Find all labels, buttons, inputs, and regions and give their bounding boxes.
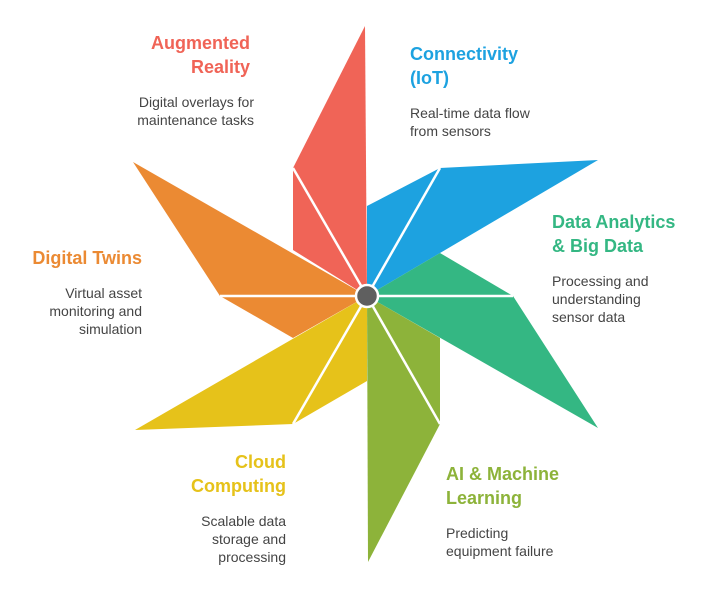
connectivity-iot-title-line2: (IoT): [410, 68, 449, 88]
cloud-computing-desc-line2: storage and: [212, 531, 286, 547]
cloud-computing-title-line2: Computing: [191, 476, 286, 496]
digital-twins-description: Virtual asset monitoring and simulation: [10, 284, 142, 338]
augmented-reality-description: Digital overlays for maintenance tasks: [94, 93, 254, 129]
data-analytics-title: Data Analytics & Big Data: [552, 210, 702, 258]
center-hub: [354, 283, 380, 309]
ai-machine-learning-description: Predicting equipment failure: [446, 524, 596, 560]
cloud-computing-title: Cloud Computing: [150, 450, 286, 498]
ai-machine-learning-desc-line2: equipment failure: [446, 543, 554, 559]
segment-ai-machine-learning: AI & Machine Learning Predicting equipme…: [446, 462, 596, 560]
connectivity-iot-title-line1: Connectivity: [410, 44, 519, 64]
ai-machine-learning-title-line2: Learning: [446, 488, 523, 508]
blade-ai-machine-learning: [365, 295, 442, 562]
augmented-reality-desc-line2: maintenance tasks: [137, 112, 254, 128]
digital-twins-desc-line2: monitoring and: [49, 303, 142, 319]
augmented-reality-title-line2: Reality: [190, 57, 250, 77]
data-analytics-desc-line3: sensor data: [552, 309, 626, 325]
cloud-computing-title-line1: Cloud: [235, 452, 286, 472]
connectivity-iot-title: Connectivity (IoT): [410, 42, 570, 90]
data-analytics-title-line2: & Big Data: [552, 236, 644, 256]
cloud-computing-desc-line3: processing: [218, 549, 286, 565]
data-analytics-desc-line1: Processing and: [552, 273, 649, 289]
ai-machine-learning-title: AI & Machine Learning: [446, 462, 596, 510]
augmented-reality-desc-line1: Digital overlays for: [138, 94, 254, 110]
connectivity-iot-desc-line1: Real-time data flow: [410, 105, 530, 121]
ai-machine-learning-desc-line1: Predicting: [446, 525, 509, 541]
digital-twins-desc-line3: simulation: [78, 321, 142, 337]
digital-twins-title-line1: Digital Twins: [32, 248, 142, 268]
blade-cloud-computing-main: [135, 296, 367, 430]
blade-augmented-reality: [291, 26, 369, 297]
blade-cloud-computing: [135, 295, 369, 430]
data-analytics-desc-line2: understanding: [552, 291, 641, 307]
segment-data-analytics: Data Analytics & Big Data Processing and…: [552, 210, 702, 326]
blade-augmented-reality-main: [293, 26, 367, 296]
digital-twins-title: Digital Twins: [10, 246, 142, 270]
connectivity-iot-description: Real-time data flow from sensors: [410, 104, 570, 140]
augmented-reality-title: Augmented Reality: [120, 31, 250, 79]
cloud-computing-description: Scalable data storage and processing: [150, 512, 286, 566]
segment-digital-twins: Digital Twins Virtual asset monitoring a…: [10, 246, 142, 338]
augmented-reality-title-line1: Augmented: [151, 33, 250, 53]
segment-cloud-computing: Cloud Computing Scalable data storage an…: [150, 450, 286, 566]
blade-data-analytics: [367, 253, 598, 428]
blade-digital-twins-main: [133, 162, 367, 338]
connectivity-iot-desc-line2: from sensors: [410, 123, 491, 139]
segment-connectivity-iot: Connectivity (IoT) Real-time data flow f…: [410, 42, 570, 140]
segment-augmented-reality: Augmented Reality Digital overlays for m…: [120, 31, 254, 129]
blade-ai-machine-learning-main: [367, 296, 440, 562]
digital-twins-desc-line1: Virtual asset: [65, 285, 142, 301]
data-analytics-title-line1: Data Analytics: [552, 212, 676, 232]
ai-machine-learning-title-line1: AI & Machine: [446, 464, 560, 484]
cloud-computing-desc-line1: Scalable data: [201, 513, 286, 529]
blade-digital-twins: [133, 162, 367, 338]
data-analytics-description: Processing and understanding sensor data: [552, 272, 702, 326]
